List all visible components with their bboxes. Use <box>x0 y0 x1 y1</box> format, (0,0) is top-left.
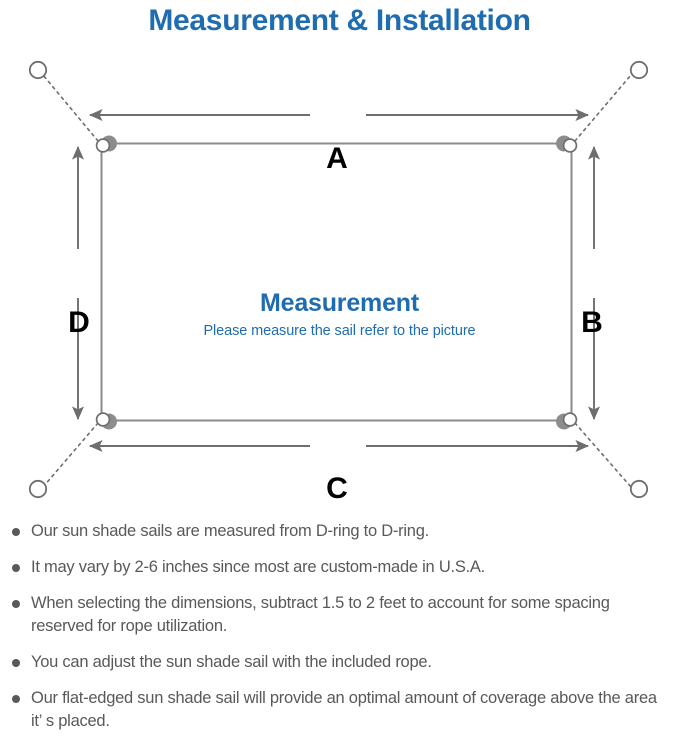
d-ring-bottom-left-icon <box>95 412 117 430</box>
list-item: It may vary by 2-6 inches since most are… <box>12 556 665 579</box>
list-item: Our sun shade sails are measured from D-… <box>12 520 665 543</box>
notes-list: Our sun shade sails are measured from D-… <box>0 520 679 746</box>
bullet-icon <box>12 528 20 536</box>
note-text: When selecting the dimensions, subtract … <box>31 594 610 635</box>
diagram-svg <box>28 60 649 499</box>
dimension-label-a: A <box>326 142 348 175</box>
anchor-bottom-left-icon <box>28 479 48 499</box>
dimension-label-d: D <box>68 306 90 339</box>
list-item: You can adjust the sun shade sail with t… <box>12 651 665 674</box>
anchor-bottom-right-icon <box>629 479 649 499</box>
measurement-diagram: A B C D Measurement Please measure the s… <box>0 46 679 512</box>
d-ring-bottom-right-icon <box>556 412 578 430</box>
list-item: When selecting the dimensions, subtract … <box>12 592 665 638</box>
dimension-label-c: C <box>326 472 348 505</box>
list-item: Our flat-edged sun shade sail will provi… <box>12 687 665 733</box>
bullet-icon <box>12 564 20 572</box>
note-text: It may vary by 2-6 inches since most are… <box>31 558 486 576</box>
anchor-top-right-icon <box>629 60 649 80</box>
sail-body <box>100 142 573 422</box>
dimension-label-b: B <box>581 306 603 339</box>
note-text: Our flat-edged sun shade sail will provi… <box>31 689 657 730</box>
rope-line-bottom-left <box>42 422 99 488</box>
note-text: You can adjust the sun shade sail with t… <box>31 653 432 671</box>
rope-line-top-left <box>42 74 99 142</box>
bullet-icon <box>12 659 20 667</box>
measurement-heading: Measurement <box>260 289 419 317</box>
rope-line-top-right <box>574 74 632 142</box>
anchor-top-left-icon <box>28 60 48 80</box>
page-title: Measurement & Installation <box>148 4 531 37</box>
measurement-subheading: Please measure the sail refer to the pic… <box>203 323 476 339</box>
bullet-icon <box>12 600 20 608</box>
bullet-icon <box>12 695 20 703</box>
rope-line-bottom-right <box>574 422 632 488</box>
d-ring-top-right-icon <box>556 135 578 153</box>
note-text: Our sun shade sails are measured from D-… <box>31 522 429 540</box>
d-ring-top-left-icon <box>95 135 117 153</box>
